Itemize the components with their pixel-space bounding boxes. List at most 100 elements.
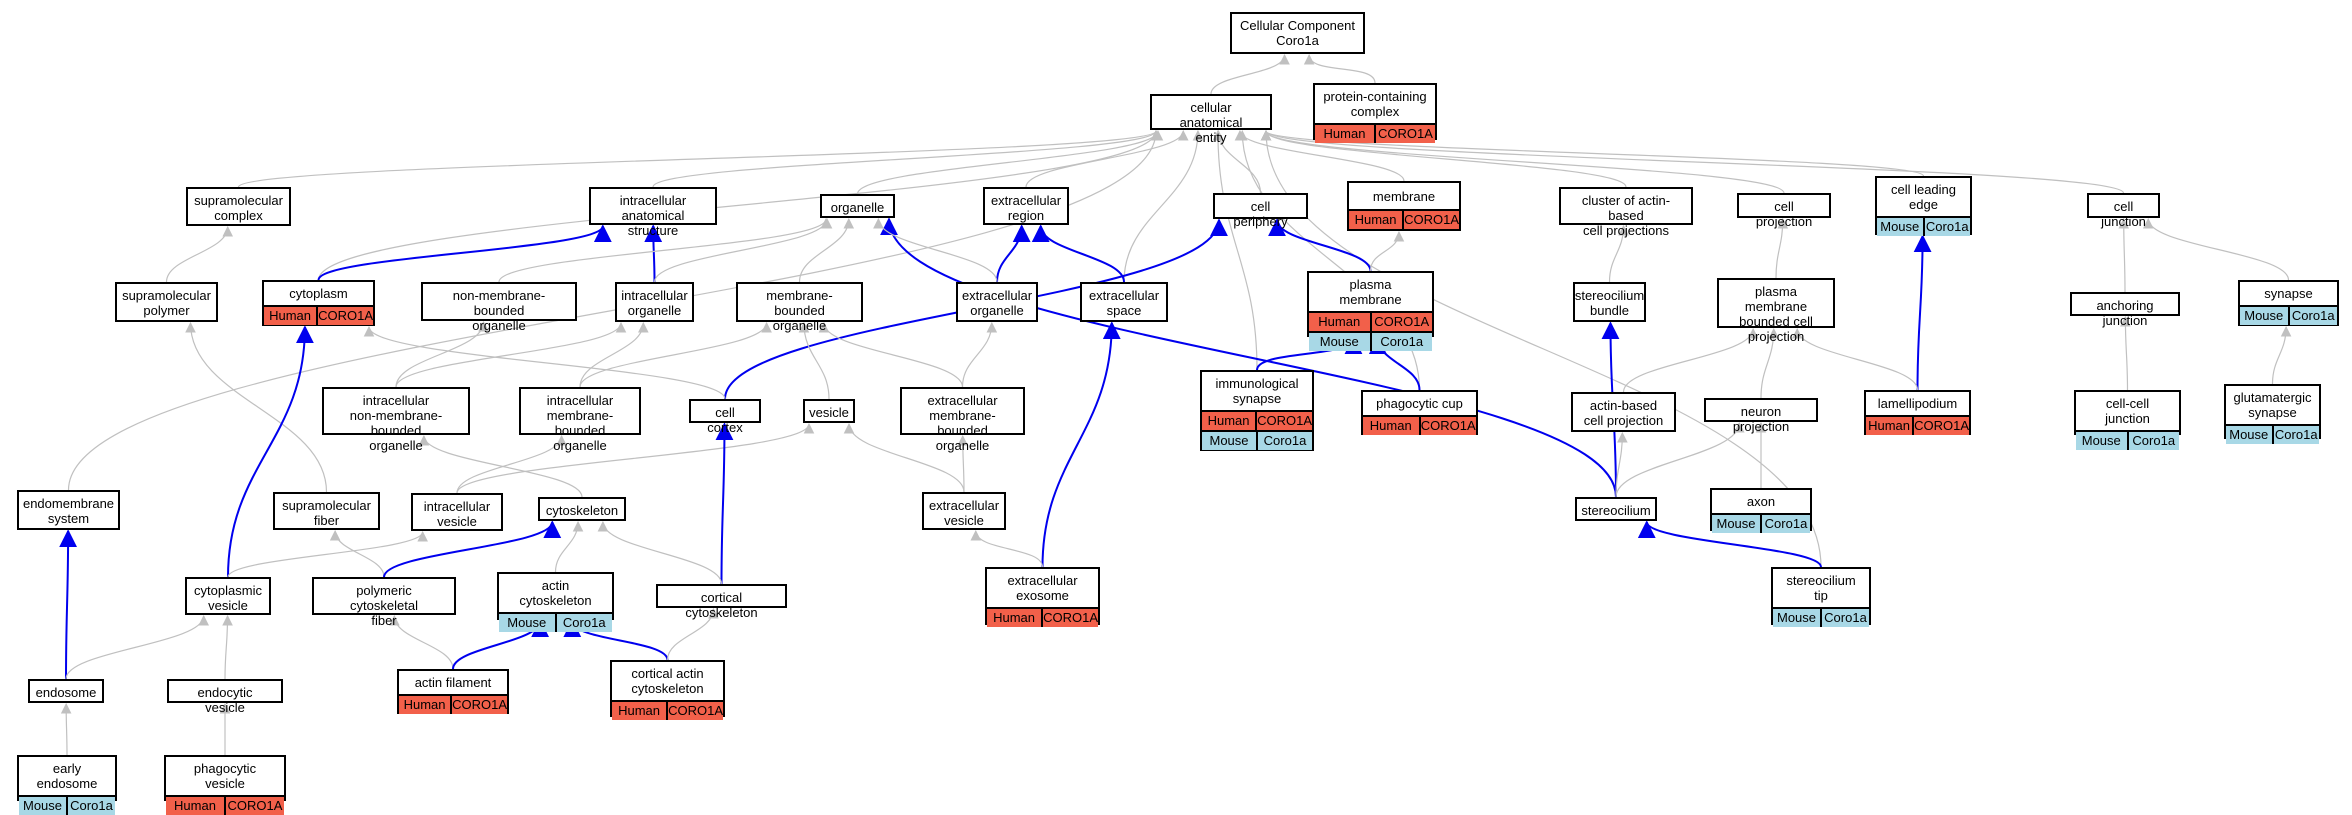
go-term-extreg[interactable]: extracellular region [983, 187, 1069, 225]
go-term-label: cell leading edge [1890, 182, 1957, 212]
go-term-nmbo[interactable]: non-membrane-bounded organelle [421, 282, 577, 333]
go-term-intves[interactable]: intracellular vesicle [411, 493, 503, 531]
go-term-extves[interactable]: extracellular vesicle [922, 492, 1006, 530]
go-term-abcp[interactable]: actin-based cell projection [1571, 392, 1676, 432]
inferred-edge [818, 321, 964, 388]
go-term-cae[interactable]: cellular anatomical entity [1150, 94, 1272, 145]
go-term-suppoly[interactable]: supramolecular polymer [115, 282, 218, 322]
go-term-pcf[interactable]: polymeric cytoskeletal fiber [312, 577, 456, 628]
go-term-extorg[interactable]: extracellular organelle [956, 282, 1038, 322]
go-term-label: non-membrane-bounded organelle [452, 288, 546, 333]
gene-cell: CORO1A [1912, 417, 1969, 435]
go-term-label: early endosome [36, 761, 98, 791]
inferred-edge [1260, 129, 1925, 177]
inferred-edge [1791, 327, 1919, 391]
go-term-cellper[interactable]: cell periphery [1213, 193, 1308, 229]
inferred-edge [1303, 53, 1376, 84]
go-term-cortcytosk[interactable]: cortical cytoskeleton [656, 584, 787, 620]
go-term-label: actin cytoskeleton [519, 578, 592, 608]
go-term-endosome[interactable]: endosome [28, 679, 104, 703]
inferred-edge [395, 321, 627, 388]
gene-cell: Coro1a [1760, 515, 1810, 533]
gene-cell: Coro1a [554, 614, 612, 632]
go-term-intorg[interactable]: intracellular organelle [615, 282, 694, 322]
go-term-cabcp[interactable]: cluster of actin-based cell projections [1559, 187, 1693, 238]
direct-edge [317, 224, 612, 281]
go-term-cellcortex[interactable]: cell cortex [689, 399, 761, 435]
go-term-label: cellular anatomical entity [1179, 100, 1243, 145]
go-term-ias[interactable]: intracellular anatomical structure [589, 187, 717, 238]
go-term-label: polymeric cytoskeletal fiber [350, 583, 418, 628]
go-term-label: intracellular anatomical structure [619, 193, 687, 238]
go-term-label: cortical cytoskeleton [685, 590, 758, 620]
go-term-label: membrane-bounded organelle [766, 288, 833, 333]
go-term-label: stereocilium tip [1786, 573, 1856, 603]
species-cell: Mouse [19, 797, 66, 815]
go-term-inmbo[interactable]: intracellular non-membrane-bounded organ… [322, 387, 470, 453]
species-cell: Mouse [2076, 432, 2127, 450]
inferred-edge [1608, 224, 1629, 283]
go-term-endocves[interactable]: endocytic vesicle [167, 679, 283, 715]
go-term-label: protein-containing complex [1323, 89, 1427, 119]
go-term-cytoskel[interactable]: cytoskeleton [538, 497, 626, 521]
inferred-edge [554, 520, 584, 573]
go-term-mbo[interactable]: membrane-bounded organelle [736, 282, 863, 333]
go-term-organelle[interactable]: organelle [820, 194, 895, 218]
go-term-supcomplex[interactable]: supramolecular complex [186, 187, 291, 226]
go-term-label: supramolecular complex [194, 193, 283, 223]
go-term-pmbcp[interactable]: plasma membrane bounded cell projection [1717, 278, 1835, 344]
direct-edge [383, 520, 562, 578]
inferred-edge [843, 422, 965, 493]
direct-edge [1913, 234, 1932, 391]
gene-cell: Coro1a [66, 797, 115, 815]
go-term-neuproj[interactable]: neuron projection [1704, 398, 1818, 434]
go-term-cc_root[interactable]: Cellular Component Coro1a [1230, 12, 1365, 54]
go-term-supfiber[interactable]: supramolecular fiber [273, 492, 380, 530]
go-term-extspace[interactable]: extracellular space [1080, 282, 1168, 322]
go-term-cellproj[interactable]: cell projection [1737, 193, 1831, 229]
inferred-edge [2142, 217, 2290, 281]
go-term-label: endomembrane system [22, 496, 115, 526]
inferred-edge [1369, 230, 1405, 272]
go-term-imbo[interactable]: intracellular membrane-bounded organelle [519, 387, 641, 453]
go-term-label: intracellular non-membrane-bounded organ… [349, 393, 443, 453]
go-term-embo[interactable]: extracellular membrane-bounded organelle [900, 387, 1025, 453]
go-term-stereocil[interactable]: stereocilium [1575, 497, 1657, 521]
go-term-endomem[interactable]: endomembrane system [17, 490, 120, 530]
go-term-vesicle[interactable]: vesicle [803, 399, 855, 423]
go-term-anchjunc[interactable]: anchoring junction [2070, 292, 2180, 328]
go-term-stbundle[interactable]: stereocilium bundle [1573, 282, 1646, 322]
inferred-edge [456, 422, 815, 494]
gene-cell: Coro1a [2271, 426, 2319, 444]
go-term-cytves[interactable]: cytoplasmic vesicle [185, 577, 271, 615]
go-term-celljunc[interactable]: cell junction [2087, 193, 2160, 229]
inferred-edge [856, 129, 1164, 195]
inferred-edge [317, 129, 1162, 281]
